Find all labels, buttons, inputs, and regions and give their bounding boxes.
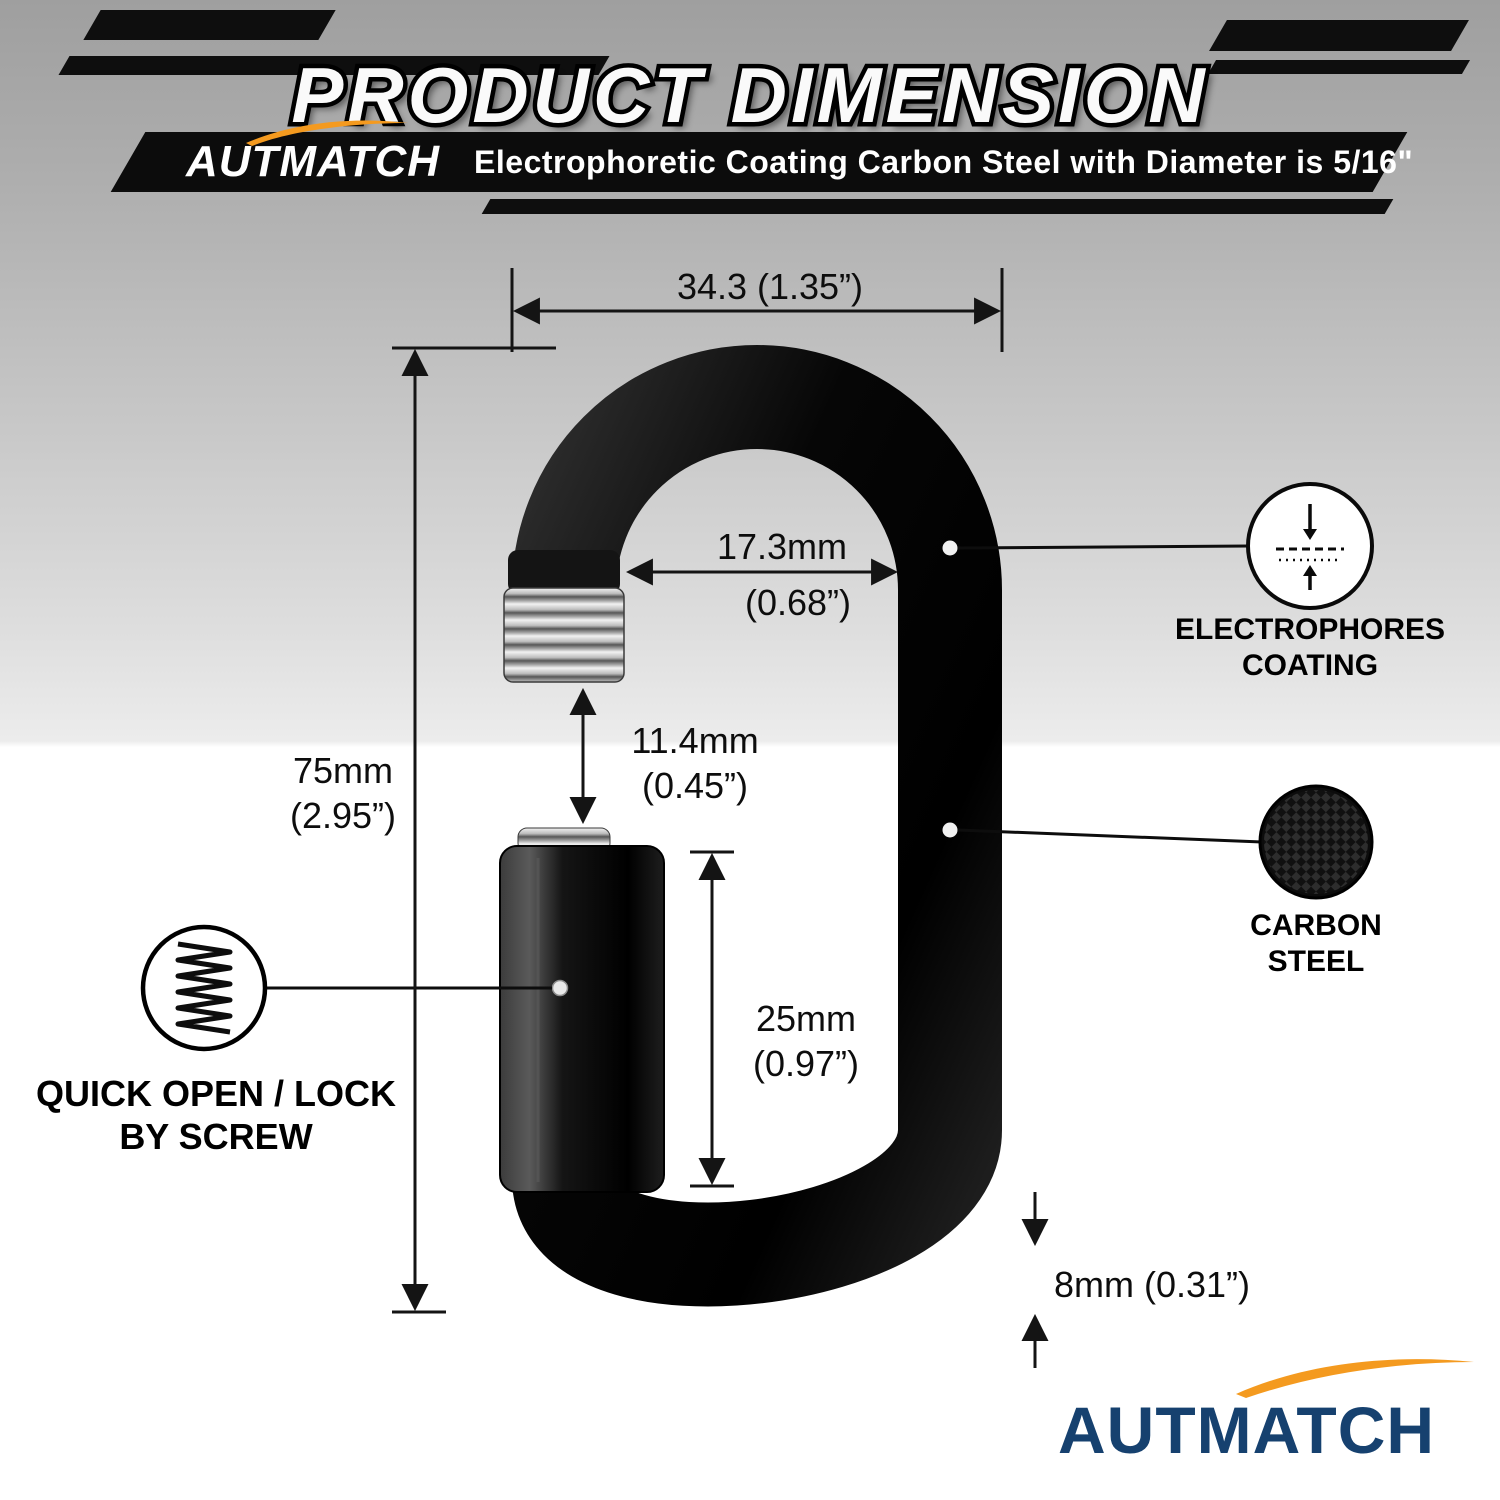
dim-thickness-label: 8mm (0.31”) [1054,1264,1251,1305]
dimension-height [392,346,556,1314]
callout-screw [140,924,552,1052]
dim-top-width-label: 34.3 (1.35”) [676,266,864,307]
carbon-label-line2: STEEL [1267,945,1365,978]
dim-height-label: 75mm (2.95”) [258,748,428,838]
screw-label-line1: QUICK OPEN / LOCK [35,1073,397,1114]
screw-spring-icon [140,924,268,1052]
dim-gap-mm: 11.4mm [631,720,759,761]
threaded-end [503,587,625,683]
screw-anchor-dot [551,979,569,997]
coating-label: ELECTROPHORES COATING [1150,612,1470,684]
header-banner: AUTMATCH Electrophoretic Coating Carbon … [110,120,1413,192]
banner-brand-logo: AUTMATCH [186,120,440,187]
dimension-top-width [510,268,1004,352]
dim-gap-label: 11.4mm (0.45”) [600,718,790,808]
page-title: PRODUCT DIMENSION [287,47,1209,144]
thread-collar [508,550,620,594]
dimension-nut-height [690,850,734,1188]
screw-label-line2: BY SCREW [119,1116,313,1158]
screw-label: QUICK OPEN / LOCK BY SCREW [16,1072,416,1158]
dim-inner-width-label: 17.3mm [716,526,848,567]
coating-label-line1: ELECTROPHORES [1174,613,1446,646]
dim-height-in: (2.95”) [289,795,397,836]
coating-label-line2: COATING [1241,649,1379,682]
carbon-label-line1: CARBON [1250,909,1382,942]
brand-swoosh-icon [246,120,408,146]
dim-inner-width-sub: (0.68”) [744,582,852,623]
dim-nut-label: 25mm (0.97”) [718,996,894,1086]
dim-height-mm: 75mm [292,750,394,791]
quick-link-body [499,345,1002,1307]
footer-brand-text: AUTMATCH [1058,1393,1436,1467]
dim-nut-in: (0.97”) [752,1043,860,1084]
carbon-texture-icon [1258,784,1374,900]
dim-nut-mm: 25mm [755,998,857,1039]
lock-nut [499,845,665,1193]
footer-brand-logo: AUTMATCH [1058,1359,1474,1468]
callout-coating [957,482,1374,610]
carbon-label: CARBON STEEL [1196,908,1436,980]
footer-brand-swoosh-icon [1236,1359,1474,1398]
header-banner-content: AUTMATCH Electrophoretic Coating Carbon … [128,120,1413,192]
coating-layers-icon [1246,482,1374,610]
carbon-anchor-dot [942,822,958,838]
dim-gap-in: (0.45”) [641,765,749,806]
callout-carbon [957,784,1374,900]
coating-anchor-dot [942,540,958,556]
